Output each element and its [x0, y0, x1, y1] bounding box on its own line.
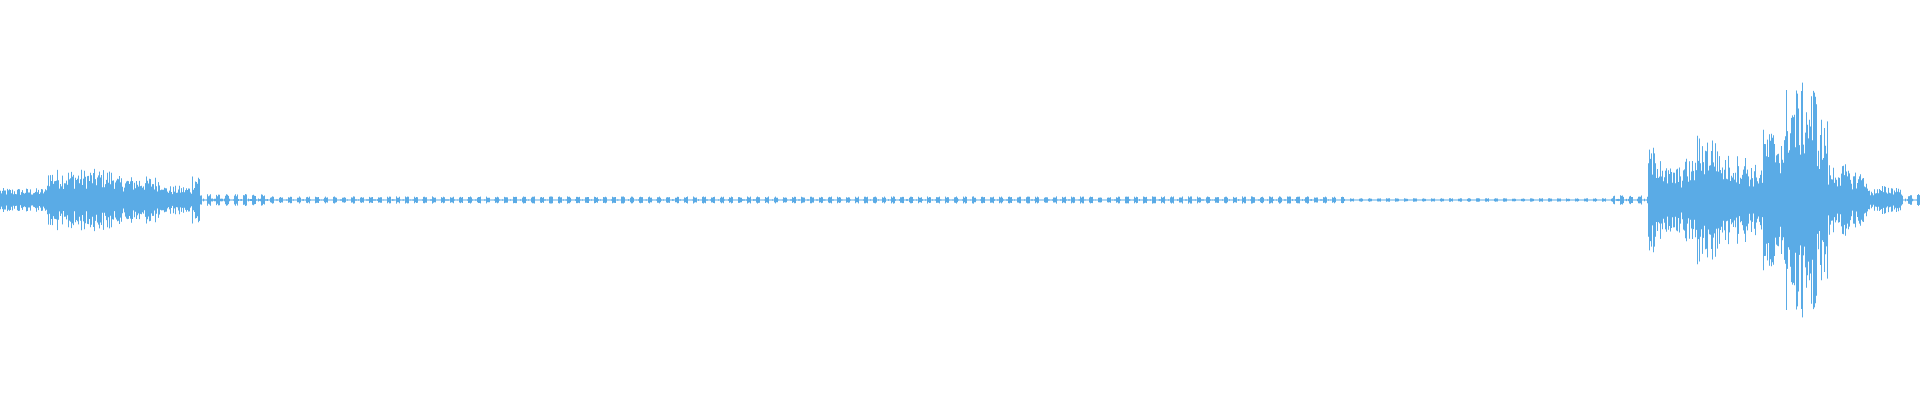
- waveform-path: [0, 82, 1920, 318]
- waveform-bars: [0, 82, 1920, 318]
